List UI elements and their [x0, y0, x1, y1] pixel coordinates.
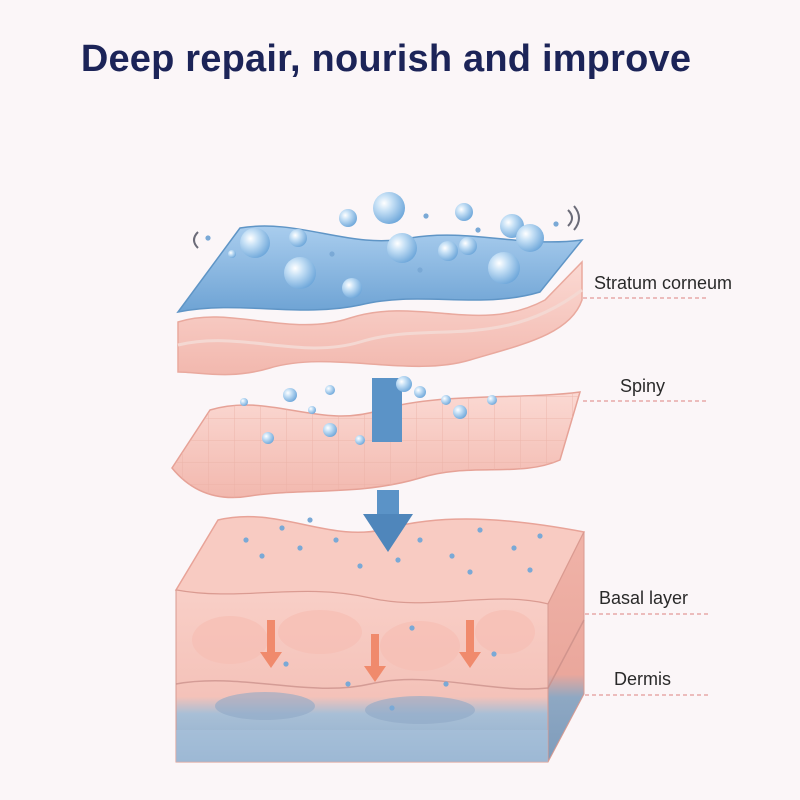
- water-droplet-icon: [395, 557, 401, 563]
- water-droplet-icon: [297, 545, 303, 551]
- basal-dermis-block: [174, 515, 586, 763]
- water-bubble-icon: [396, 376, 412, 392]
- water-bubble-icon: [339, 209, 357, 227]
- water-droplet-icon: [329, 251, 335, 257]
- water-bubble-icon: [487, 395, 497, 405]
- dermis-bottom-band: [176, 730, 548, 762]
- water-droplet-icon: [449, 553, 455, 559]
- water-droplet-icon: [333, 537, 339, 543]
- sound-wave-icon: [573, 205, 580, 231]
- water-droplet-icon: [537, 533, 543, 539]
- cell-shape: [365, 696, 475, 724]
- water-bubble-icon: [441, 395, 451, 405]
- water-droplet-icon: [389, 705, 395, 711]
- water-bubble-icon: [342, 278, 362, 298]
- water-bubble-icon: [516, 224, 544, 252]
- water-bubble-icon: [283, 388, 297, 402]
- stratum-pink-stripe: [177, 288, 583, 350]
- water-droplet-icon: [283, 661, 289, 667]
- water-bubble-icon: [438, 241, 458, 261]
- water-droplet-icon: [357, 563, 363, 569]
- down-arrow-icon: [260, 620, 481, 682]
- label-dermis: Dermis: [614, 669, 671, 689]
- cell-shape: [475, 610, 535, 654]
- water-droplet-icon: [409, 625, 415, 631]
- water-droplet-icon: [475, 227, 481, 233]
- cell-shape: [192, 616, 268, 664]
- water-droplet-icon: [279, 525, 285, 531]
- water-bubbles: [205, 192, 559, 711]
- sound-wave-icon: [193, 231, 199, 249]
- label-spiny: Spiny: [620, 376, 666, 396]
- water-bubble-icon: [488, 252, 520, 284]
- water-bubble-icon: [284, 257, 316, 289]
- water-droplet-icon: [511, 545, 517, 551]
- water-bubble-icon: [228, 250, 236, 258]
- water-droplet-icon: [443, 681, 449, 687]
- water-bubble-icon: [455, 203, 473, 221]
- water-droplet-icon: [417, 537, 423, 543]
- sound-wave-icon: [567, 209, 573, 227]
- water-droplet-icon: [243, 537, 249, 543]
- water-droplet-icon: [345, 681, 351, 687]
- spiny-layer: [171, 391, 582, 499]
- water-droplet-icon: [205, 235, 211, 241]
- cell-shape: [278, 610, 362, 654]
- water-bubble-icon: [453, 405, 467, 419]
- water-bubble-icon: [308, 406, 316, 414]
- water-droplet-icon: [467, 569, 473, 575]
- water-bubble-icon: [240, 398, 248, 406]
- water-droplet-icon: [491, 651, 497, 657]
- block-side-face: [547, 531, 585, 763]
- water-bubble-icon: [459, 237, 477, 255]
- water-droplet-icon: [423, 213, 429, 219]
- water-droplet-icon: [477, 527, 483, 533]
- water-bubble-icon: [323, 423, 337, 437]
- water-bubble-icon: [373, 192, 405, 224]
- water-bubble-icon: [355, 435, 365, 445]
- water-bubble-icon: [414, 386, 426, 398]
- water-bubble-icon: [289, 229, 307, 247]
- water-droplet-icon: [417, 267, 423, 273]
- water-droplet-icon: [259, 553, 265, 559]
- water-droplet-icon: [553, 221, 559, 227]
- water-bubble-icon: [262, 432, 274, 444]
- water-bubble-icon: [387, 233, 417, 263]
- stratum-water-film: [176, 225, 584, 314]
- label-basal-layer: Basal layer: [599, 588, 689, 608]
- water-droplet-icon: [527, 567, 533, 573]
- water-bubble-icon: [240, 228, 270, 258]
- down-arrow-icon: [363, 378, 413, 552]
- water-droplet-icon: [307, 517, 313, 523]
- cell-shape: [380, 621, 460, 671]
- stratum-corneum-layer: [176, 225, 584, 376]
- label-stratum-corneum: Stratum corneum: [594, 273, 733, 293]
- page-title: Deep repair, nourish and improve: [80, 38, 692, 80]
- basal-dermis-boundary: [175, 619, 585, 690]
- water-bubble-icon: [325, 385, 335, 395]
- cell-shape: [215, 692, 315, 720]
